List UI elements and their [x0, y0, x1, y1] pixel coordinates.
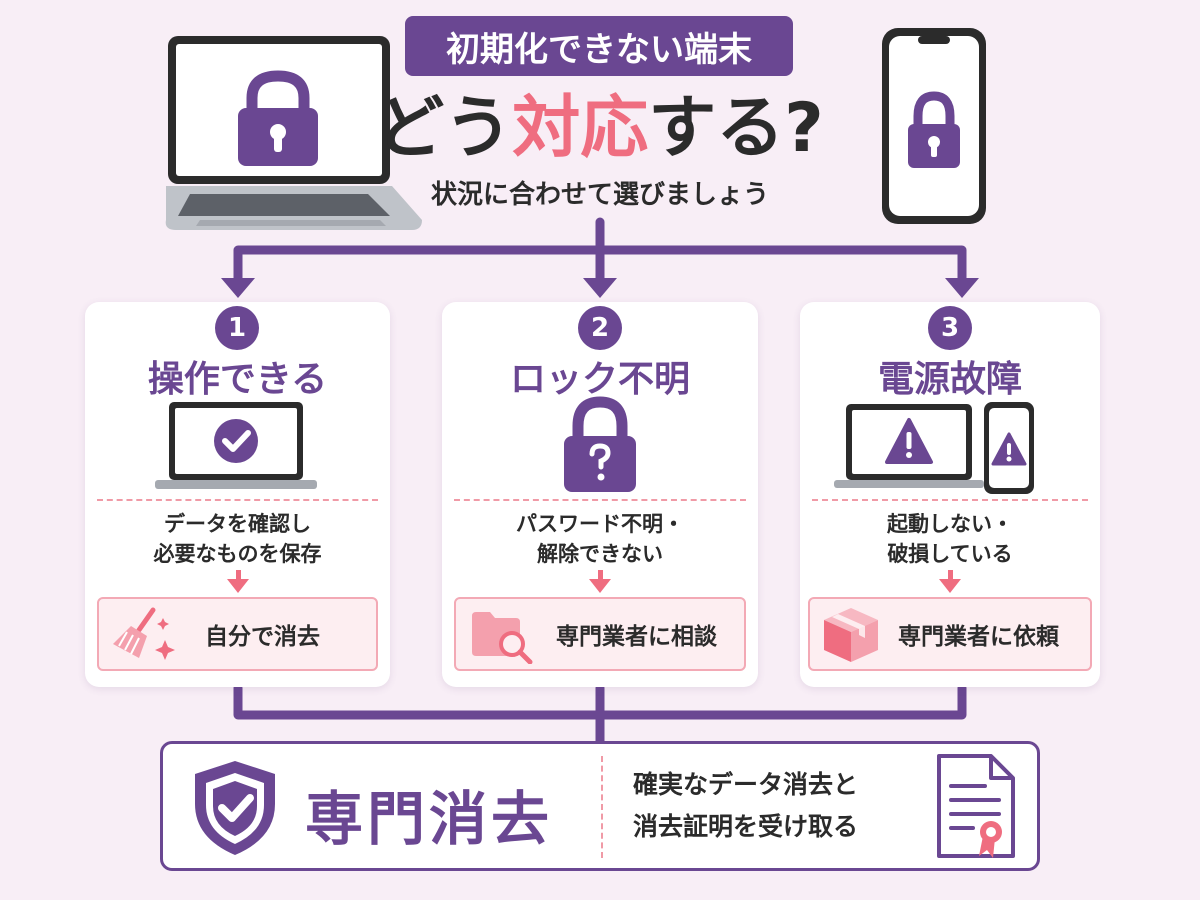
phone-lock-illustration — [878, 26, 990, 226]
action-box: 自分で消去 — [97, 597, 378, 671]
option-card-3: 3 電源故障 起動しない・ 破損している — [800, 302, 1100, 687]
card-description: パスワード不明・ 解除できない — [442, 509, 758, 569]
headline-emphasis: 対応 — [512, 89, 649, 168]
subtitle: 状況に合わせて選びましょう — [430, 180, 769, 210]
description-line: データを確認し — [164, 512, 311, 536]
final-title: 専門消去 — [305, 785, 554, 853]
action-box: 専門業者に依頼 — [808, 597, 1092, 671]
action-label: 専門業者に依頼 — [898, 624, 1059, 650]
step-number: 1 — [215, 306, 259, 350]
certificate-icon — [933, 752, 1019, 862]
option-card-2: 2 ロック不明 パスワード不明・ 解除できない 専門業者に相談 — [442, 302, 758, 687]
broom-icon — [109, 604, 179, 664]
option-card-1: 1 操作できる データを確認し 必要なものを保存 自分で消去 — [85, 302, 390, 687]
device-warning-icon — [832, 400, 1072, 496]
card-title: 電源故障 — [877, 359, 1022, 400]
final-description: 確実なデータ消去と 消去証明を受け取る — [633, 764, 858, 848]
pink-arrow-icon — [939, 570, 961, 593]
headline-pre: どう — [376, 89, 513, 168]
box-icon — [820, 604, 882, 664]
divider — [97, 499, 378, 501]
page-title: どう対応する? — [300, 86, 900, 172]
card-description: データを確認し 必要なものを保存 — [85, 509, 390, 569]
title-badge: 初期化できない端末 — [405, 16, 793, 76]
final-result-box: 専門消去 確実なデータ消去と 消去証明を受け取る — [160, 741, 1040, 871]
description-line: パスワード不明・ — [516, 512, 684, 536]
action-box: 専門業者に相談 — [454, 597, 746, 671]
pink-arrow-icon — [589, 570, 611, 593]
card-title: 操作できる — [147, 359, 328, 400]
folder-search-icon — [468, 604, 538, 665]
description-line: 起動しない・ — [887, 512, 1013, 536]
headline-post: する? — [648, 89, 824, 168]
action-label: 自分で消去 — [205, 624, 320, 650]
divider — [454, 499, 746, 501]
pink-arrow-icon — [227, 570, 249, 593]
shield-check-icon — [189, 758, 281, 858]
laptop-lock-illustration — [160, 34, 425, 234]
step-number: 2 — [578, 306, 622, 350]
laptop-check-icon — [151, 400, 321, 492]
vertical-divider — [601, 756, 603, 858]
description-line: 消去証明を受け取る — [633, 812, 859, 841]
divider — [812, 499, 1088, 501]
description-line: 確実なデータ消去と — [633, 770, 859, 799]
lock-icon — [238, 70, 318, 166]
step-number: 3 — [928, 306, 972, 350]
card-title: ロック不明 — [509, 359, 690, 400]
card-description: 起動しない・ 破損している — [800, 509, 1100, 569]
description-line: 必要なものを保存 — [153, 542, 322, 566]
lock-question-icon — [560, 396, 640, 494]
description-line: 破損している — [887, 542, 1013, 566]
description-line: 解除できない — [537, 542, 663, 566]
action-label: 専門業者に相談 — [556, 624, 717, 650]
